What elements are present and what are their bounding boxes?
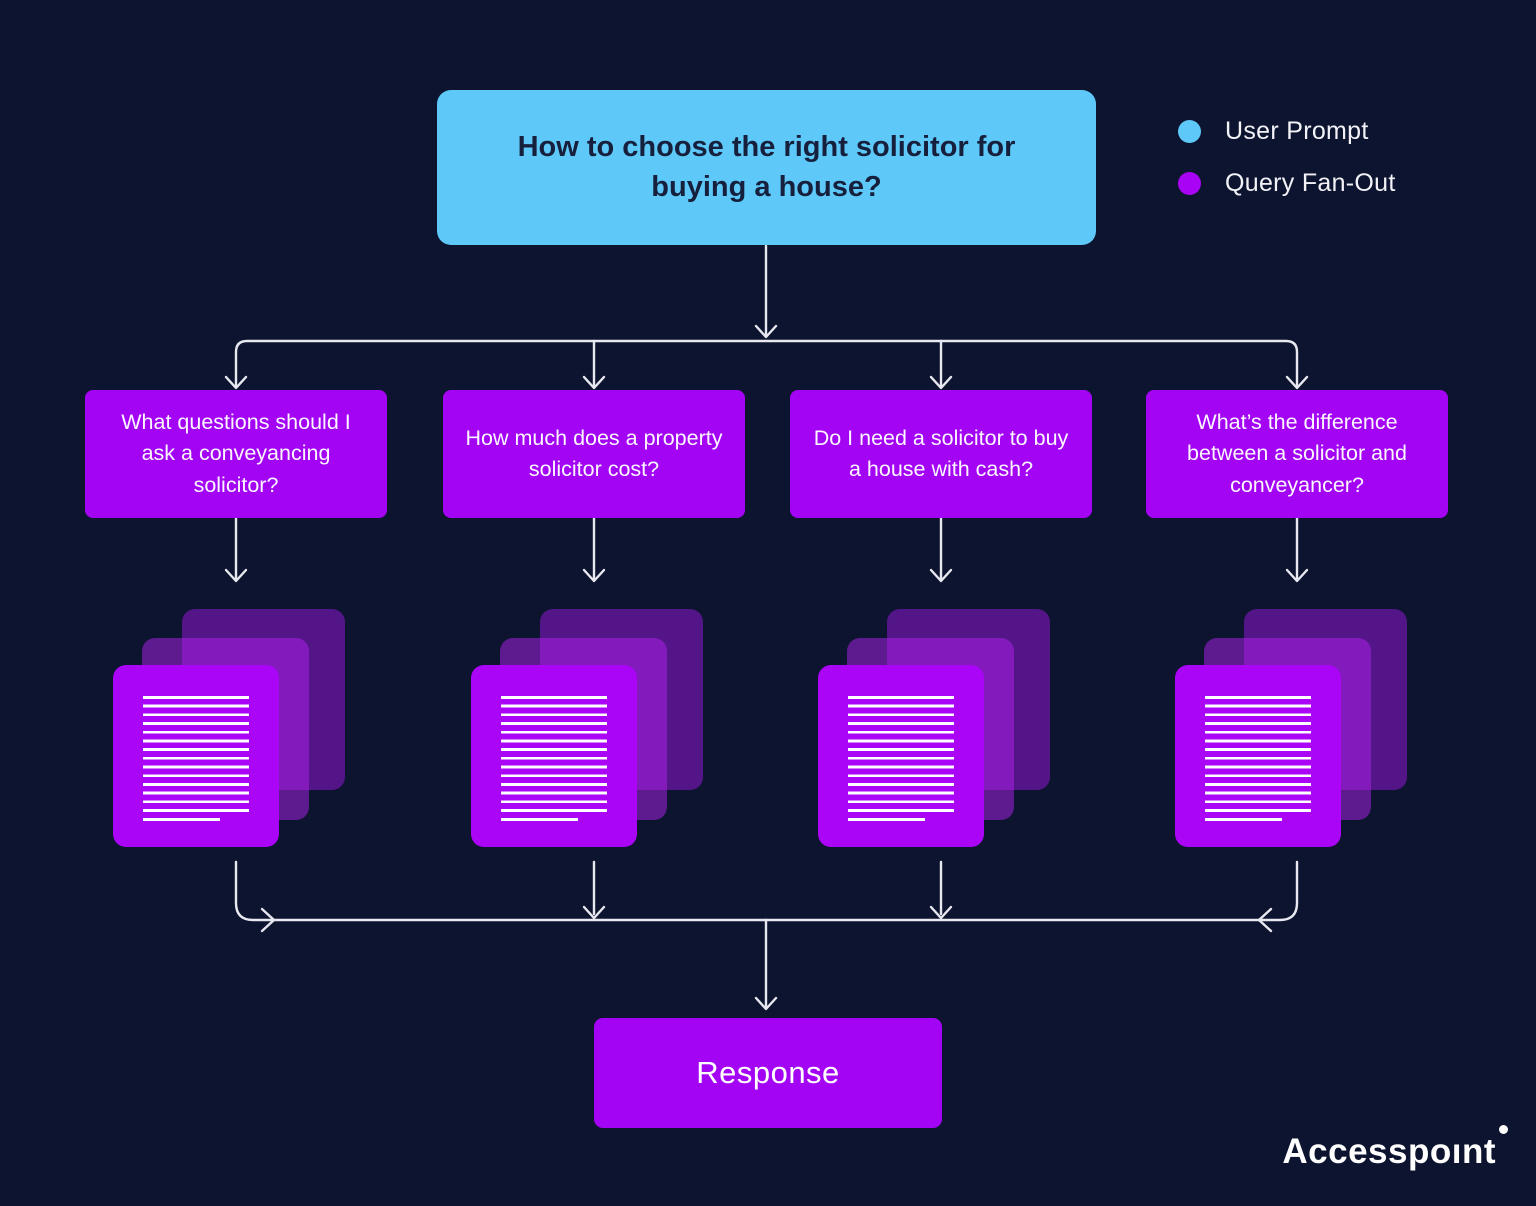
document-text-lines (143, 696, 249, 821)
user-prompt-box: How to choose the right solicitor for bu… (437, 90, 1096, 245)
accesspoint-logo-text: Accesspoınt (1282, 1132, 1496, 1171)
legend-label: Query Fan-Out (1225, 168, 1396, 197)
query-fanout-dot-icon (1178, 171, 1201, 195)
arrows-query-to-docs (224, 516, 1309, 583)
document-icon (113, 665, 279, 847)
legend: User Prompt Query Fan-Out (1178, 116, 1396, 220)
arrow-prompt-to-rail (754, 244, 778, 339)
fanout-query-box-2: How much does a property solicitor cost? (443, 390, 745, 518)
document-stack-2 (471, 609, 704, 849)
fanout-query-box-4: What’s the difference between a solicito… (1146, 390, 1448, 518)
response-box: Response (594, 1018, 942, 1128)
fanout-query-box-3: Do I need a solicitor to buy a house wit… (790, 390, 1092, 518)
accesspoint-logo: Accesspoınt (1282, 1125, 1508, 1172)
document-icon (471, 665, 637, 847)
document-icon (818, 665, 984, 847)
fanout-query-box-1: What questions should I ask a conveyanci… (85, 390, 387, 518)
document-text-lines (1205, 696, 1311, 821)
legend-item-user-prompt: User Prompt (1178, 116, 1396, 146)
document-text-lines (848, 696, 954, 821)
user-prompt-dot-icon (1178, 119, 1201, 143)
document-stack-3 (818, 609, 1051, 849)
document-text-lines (501, 696, 607, 821)
legend-label: User Prompt (1225, 116, 1369, 145)
document-stack-1 (113, 609, 346, 849)
logo-dot-icon (1499, 1125, 1508, 1134)
legend-item-query-fanout: Query Fan-Out (1178, 168, 1396, 198)
fanout-rail (224, 339, 1309, 390)
document-stack-4 (1175, 609, 1408, 849)
document-icon (1175, 665, 1341, 847)
collector-rail (234, 860, 1299, 1011)
